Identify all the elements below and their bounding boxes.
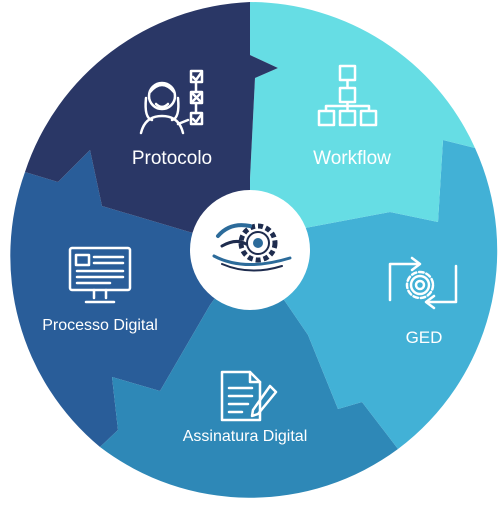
segment-protocolo (25, 2, 278, 250)
hierarchy-icon (317, 64, 378, 127)
label-processo-digital: Processo Digital (42, 317, 158, 334)
label-ged: GED (405, 328, 443, 347)
gear-logo-icon (212, 223, 292, 272)
gear-cycle-icon (388, 256, 458, 310)
label-protocolo: Protocolo (131, 148, 213, 169)
computer-monitor-icon (68, 246, 132, 304)
label-workflow: Workflow (313, 148, 391, 169)
person-checklist-icon (139, 69, 204, 135)
document-pen-icon (220, 370, 278, 422)
segment-ged (250, 140, 498, 449)
segment-processo (10, 150, 250, 447)
label-assinatura-digital: Assinatura Digital (182, 428, 308, 445)
